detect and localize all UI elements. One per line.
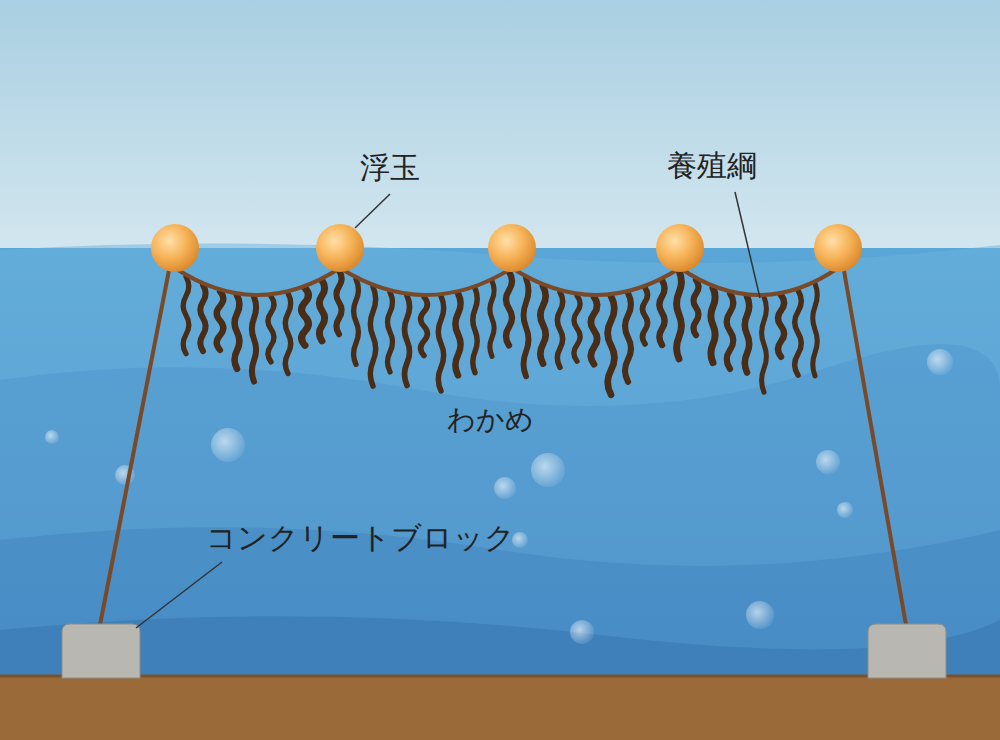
wakame-strand: [574, 296, 580, 362]
wakame-strand: [608, 296, 615, 395]
wakame-strand: [625, 293, 631, 382]
sky: [0, 0, 1000, 260]
wakame-strand: [813, 283, 818, 375]
anchor-lines: [100, 265, 906, 625]
wakame-strand: [795, 290, 802, 375]
wakame-strand: [557, 292, 562, 367]
wakame-strand: [183, 277, 189, 354]
wave-layer: [0, 616, 1000, 680]
wakame-strand: [490, 281, 494, 356]
wakame-strand: [540, 286, 545, 363]
wakame-strand: [285, 293, 290, 373]
wave-layer: [0, 244, 1000, 680]
wakame-strand: [217, 291, 224, 350]
wakame-strand: [727, 293, 734, 369]
wakame-strand: [354, 279, 359, 364]
wakame-strand: [506, 272, 512, 346]
concrete-blocks: [62, 624, 946, 678]
floats: [151, 224, 862, 272]
wakame-strand: [591, 297, 597, 364]
seabed: [0, 675, 1000, 740]
wakame-strand: [778, 295, 784, 357]
seabed-edge: [0, 675, 1000, 678]
wakame-strand: [421, 297, 428, 356]
leader-lines: [136, 192, 760, 628]
wakame-strand: [319, 280, 324, 340]
wakame-strand: [524, 278, 529, 376]
wakame-strand: [200, 285, 205, 351]
wakame-strand: [404, 296, 409, 386]
wakame-strand: [455, 293, 460, 375]
wakame-strand: [370, 287, 375, 386]
rope-label: 養殖綱: [667, 148, 757, 184]
float-label: 浮玉: [360, 150, 420, 186]
wakame-label: わかめ: [447, 403, 534, 437]
culture-rope: [175, 268, 838, 295]
wakame-strand: [235, 295, 240, 368]
block-label: コンクリートブロック: [206, 520, 515, 556]
wakame-strand: [268, 296, 274, 362]
wakame-strand: [693, 280, 698, 335]
wakame-strand: [302, 288, 309, 345]
wakame-strand: [659, 280, 664, 345]
wakame-strand: [762, 297, 767, 392]
wakame-strand: [438, 296, 443, 391]
wakame-strand: [745, 296, 749, 372]
wakame-strand: [388, 292, 393, 372]
wakame-strand: [336, 271, 341, 335]
wakame-strand: [643, 288, 648, 344]
wakame-strand: [252, 297, 256, 382]
wave-layer: [0, 344, 1000, 680]
wakame-strand: [711, 288, 715, 363]
wakame-strand: [473, 288, 477, 372]
wakame-strand: [677, 271, 682, 359]
bubbles: [45, 349, 953, 644]
